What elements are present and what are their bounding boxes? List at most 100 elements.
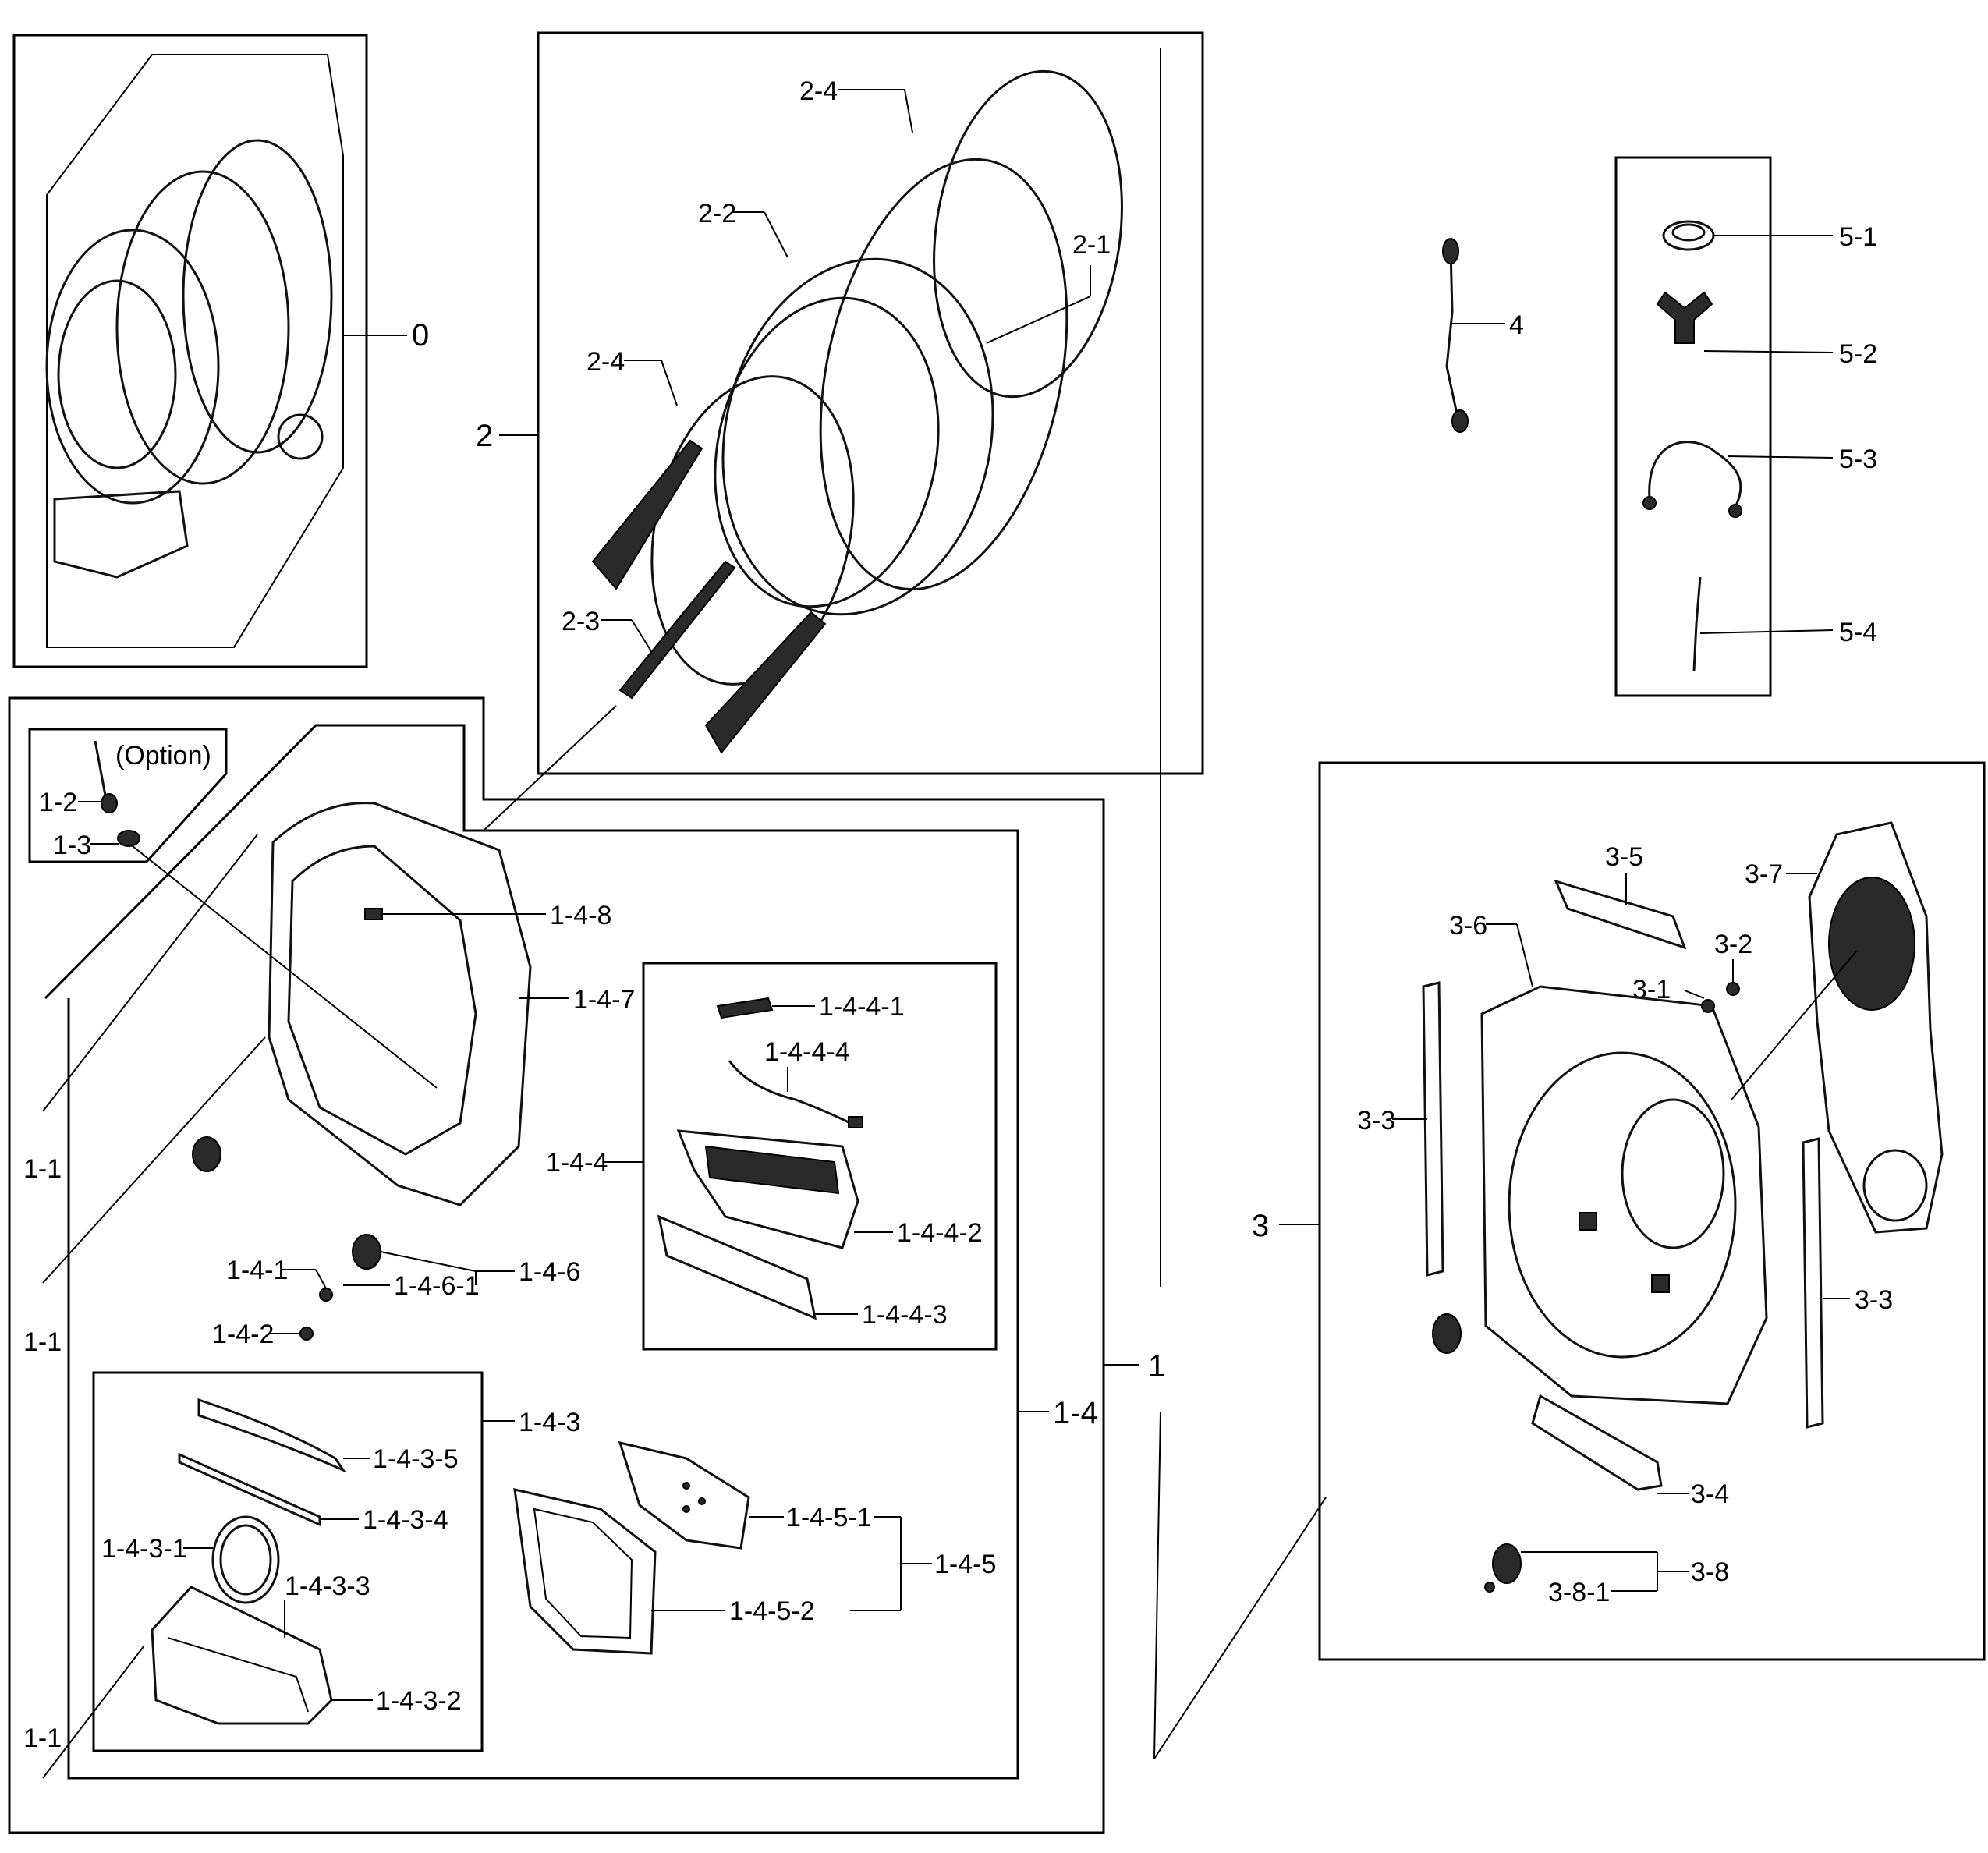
group-0-assembly: 0 <box>12 34 429 668</box>
label-3: 3 <box>1252 1209 1269 1243</box>
leader-1-1b <box>42 1036 266 1284</box>
part-4-harness: 4 <box>1442 238 1524 433</box>
part-1-4-5-2-frame-inner <box>533 1508 633 1639</box>
label-3-4: 3-4 <box>1691 1479 1729 1509</box>
part-1-4-7-door-opening <box>287 845 477 1156</box>
leader-1-4-6-r <box>380 1251 477 1272</box>
group-2-drum: 2-4 2-2 2-1 2-4 2-3 2 <box>476 31 1204 1287</box>
part-3-3-rail-left <box>1422 981 1444 1277</box>
label-3-8: 3-8 <box>1691 1557 1729 1587</box>
part-1-4-3-3-duct <box>151 1586 333 1725</box>
part-5-4-tube <box>1692 576 1702 671</box>
group-1-4-frame <box>44 724 1019 1780</box>
part-1-4-5-1-screen <box>618 1440 750 1550</box>
leader-5-4 <box>1699 629 1834 634</box>
label-1-4-2: 1-4-2 <box>212 1320 274 1349</box>
part-roller-left <box>192 1136 221 1172</box>
part-1-4-4-1-spring <box>716 997 774 1019</box>
part-5-1-ring-inner <box>1671 223 1706 242</box>
part-5-3-end-a <box>1642 496 1657 510</box>
label-2-3: 2-3 <box>562 607 600 636</box>
label-1-4-5-2: 1-4-5-2 <box>729 1596 815 1626</box>
part-3-8-roller <box>1492 1543 1522 1584</box>
part-0-drum-front <box>45 229 220 505</box>
label-1-3: 1-3 <box>53 831 91 860</box>
leader-2-1-b <box>986 296 1091 344</box>
label-1-4-3-1: 1-4-3-1 <box>101 1534 187 1564</box>
label-1-4-3: 1-4-3 <box>519 1408 580 1437</box>
label-1-4-3-5: 1-4-3-5 <box>373 1444 459 1474</box>
label-1-4-3-4: 1-4-3-4 <box>363 1505 448 1535</box>
part-1-4-6-roller <box>352 1234 381 1270</box>
leader-2-4a-b <box>904 89 913 133</box>
label-2-2: 2-2 <box>698 199 736 229</box>
part-3-6-drum-recess <box>1508 1051 1737 1359</box>
part-4-wire <box>1445 249 1460 422</box>
part-1-4-2-screw <box>299 1327 314 1341</box>
part-3-5-bracket <box>1554 879 1687 950</box>
part-0-vent <box>277 413 324 460</box>
label-3-1: 3-1 <box>1632 975 1671 1004</box>
group-1-4-4-frame <box>642 962 998 1351</box>
part-5-3-end-b <box>1728 504 1742 518</box>
connector-group2-to-1 <box>1153 1411 1161 1759</box>
part-1-4-5-1-dot-b <box>698 1497 706 1505</box>
label-option: (Option) <box>115 741 211 771</box>
label-2-1: 2-1 <box>1072 230 1111 260</box>
part-4-end-top <box>1442 238 1459 264</box>
leader-5-3 <box>1727 455 1834 459</box>
label-1-4-4: 1-4-4 <box>546 1148 608 1178</box>
part-5-3-hose <box>1648 441 1742 508</box>
part-1-4-1-washer <box>319 1288 333 1302</box>
group-3-frame <box>1318 761 1986 1661</box>
label-2-4b: 2-4 <box>586 347 625 377</box>
leader-1-4-1-b <box>315 1269 327 1289</box>
leader-1-1a <box>42 834 258 1112</box>
part-1-4-4-4-connector <box>848 1116 863 1128</box>
part-3-6-bracket-a <box>1579 1212 1597 1231</box>
part-1-2-plug <box>101 793 118 813</box>
label-0: 0 <box>412 318 429 353</box>
part-3-7-blower-grille <box>1828 877 1915 1011</box>
group-1-outer-frame <box>8 696 1105 1834</box>
label-1-2: 1-2 <box>39 788 77 817</box>
group-1-front-assembly: (Option) 1-2 1-3 1-4-8 1-4-7 1-4-1 1-4-2… <box>8 696 1327 1834</box>
group-5-accessories: 5-1 5-2 5-3 5-4 <box>1614 156 1877 697</box>
connector-drum-to-front <box>483 705 617 831</box>
group-2-frame <box>537 31 1204 775</box>
part-1-4-4-2-shade <box>704 1145 840 1195</box>
part-1-3-grommet <box>117 830 140 847</box>
label-3-7: 3-7 <box>1745 859 1783 889</box>
label-1-4-7: 1-4-7 <box>573 985 635 1015</box>
label-1-4: 1-4 <box>1053 1396 1098 1430</box>
label-1-4-6: 1-4-6 <box>519 1257 580 1287</box>
label-1-4-5-1: 1-4-5-1 <box>786 1503 872 1532</box>
connector-panel-to-duct <box>1731 951 1857 1100</box>
part-3-1-bushing <box>1701 999 1715 1013</box>
part-0-drum-rear <box>182 139 333 454</box>
part-1-4-3-3-duct-inner <box>167 1637 309 1713</box>
part-1-4-4-4-wire <box>728 1060 851 1125</box>
part-0-door-opening <box>57 279 177 469</box>
label-3-2: 3-2 <box>1714 930 1752 959</box>
part-3-7-outlet <box>1862 1149 1928 1222</box>
group-0-frame <box>12 34 368 668</box>
part-roller-rear-left <box>1432 1313 1462 1354</box>
part-3-8-1-screw <box>1484 1582 1495 1593</box>
part-2-2-drum-body <box>721 257 994 616</box>
leader-2-2-b <box>764 211 788 258</box>
part-3-4-bracket <box>1531 1394 1663 1491</box>
part-2-1-drum-rear <box>819 158 1068 591</box>
part-1-4-7-front-panel <box>268 802 532 1206</box>
part-3-2-nut <box>1726 982 1740 996</box>
part-2-4-rear-ring <box>933 69 1123 399</box>
label-3-6: 3-6 <box>1449 911 1487 941</box>
label-2-4a: 2-4 <box>799 76 838 106</box>
label-1-4-4-1: 1-4-4-1 <box>819 992 905 1022</box>
part-1-4-3-5-strip <box>197 1398 347 1473</box>
label-3-3b: 3-3 <box>1855 1285 1893 1315</box>
part-1-4-4-2-housing <box>676 1129 859 1249</box>
part-3-6-vent-opening <box>1621 1098 1725 1249</box>
leader-option-to-door <box>132 845 438 1089</box>
